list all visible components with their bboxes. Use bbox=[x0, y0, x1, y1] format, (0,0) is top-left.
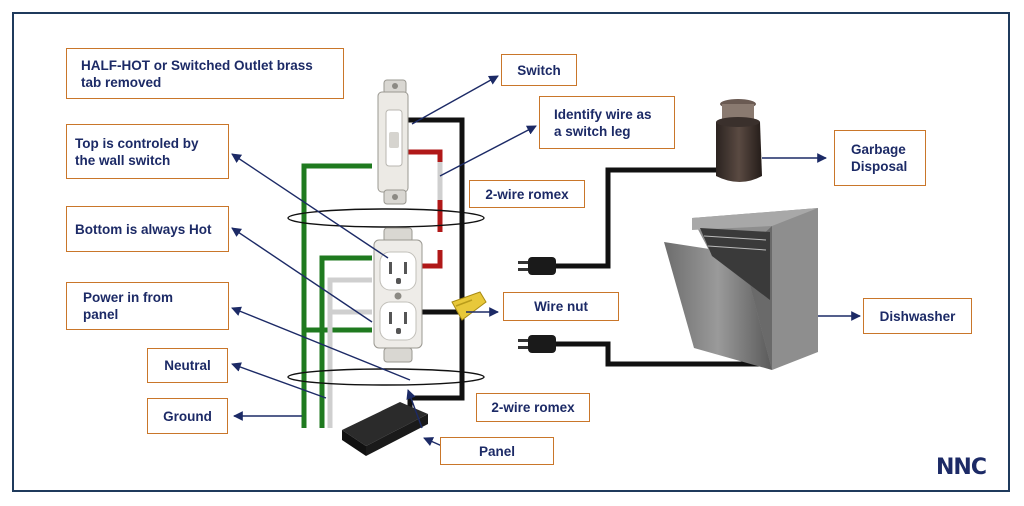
bottom-hot-label: Bottom is always Hot bbox=[66, 206, 229, 252]
diagram-frame bbox=[12, 12, 1010, 492]
power-in-label: Power in from panel bbox=[66, 282, 229, 330]
breaker-panel bbox=[342, 402, 428, 456]
wire-nut bbox=[451, 291, 487, 321]
ground-label: Ground bbox=[147, 398, 228, 434]
callout-arrows bbox=[231, 75, 861, 447]
plug-lower bbox=[518, 335, 556, 353]
duplex-outlet bbox=[373, 227, 423, 363]
neutral-wire bbox=[327, 158, 443, 428]
romex-loop-bottom bbox=[287, 368, 485, 386]
garbage-disposal-unit bbox=[716, 99, 762, 182]
garbage-disposal-label: Garbage Disposal bbox=[834, 130, 926, 186]
dishwasher-unit bbox=[664, 208, 818, 370]
wire-nut-label: Wire nut bbox=[503, 292, 619, 321]
plug-upper bbox=[518, 257, 556, 275]
identify-wire-label: Identify wire as a switch leg bbox=[539, 96, 675, 149]
top-controlled-label: Top is controled by the wall switch bbox=[66, 124, 229, 179]
ground-wire bbox=[301, 163, 372, 428]
wall-switch bbox=[377, 79, 409, 205]
romex-loop-top bbox=[287, 208, 485, 228]
dishwasher-label: Dishwasher bbox=[863, 298, 972, 334]
half-hot-label: HALF-HOT or Switched Outlet brass tab re… bbox=[66, 48, 344, 99]
appliance-cords bbox=[556, 167, 768, 367]
panel-label: Panel bbox=[440, 437, 554, 465]
switch-label: Switch bbox=[501, 54, 577, 86]
romex-top-label: 2-wire romex bbox=[469, 180, 585, 208]
neutral-label: Neutral bbox=[147, 348, 228, 383]
romex-bottom-label: 2-wire romex bbox=[476, 393, 590, 422]
nnc-logo: NNC bbox=[936, 455, 987, 480]
